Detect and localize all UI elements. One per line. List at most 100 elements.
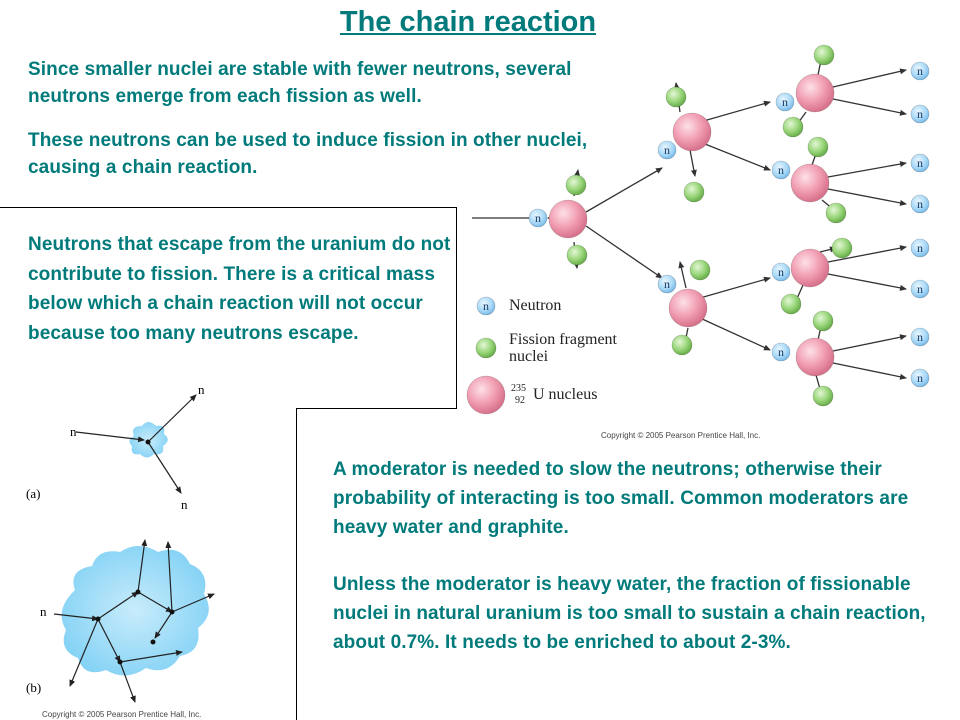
fission-fragment <box>566 244 588 266</box>
uranium-nucleus <box>790 248 830 288</box>
neutron <box>910 194 930 214</box>
neutron-symbol: n <box>917 330 923 344</box>
uranium-nucleus <box>672 112 712 152</box>
escaping-neutron-arrow <box>827 161 907 178</box>
neutron-symbol: n <box>782 95 788 109</box>
neutron-symbol: n <box>664 143 670 157</box>
frame-line-mid <box>296 408 457 409</box>
uranium-nucleus <box>795 73 835 113</box>
uranium-label: U nucleus <box>533 386 598 403</box>
neutron-symbol: n <box>917 197 923 211</box>
copyright-top: Copyright © 2005 Pearson Prentice Hall, … <box>601 431 761 440</box>
n-label-a1: n <box>198 382 205 397</box>
n-label-a3: n <box>181 497 188 512</box>
fission-fragment <box>565 174 587 196</box>
fission-fragment <box>831 237 853 259</box>
fission-fragment <box>780 293 802 315</box>
paragraph-neutrons-emerge: Since smaller nuclei are stable with few… <box>28 59 572 107</box>
neutron <box>771 160 791 180</box>
neutron-symbol: n <box>917 241 923 255</box>
escaping-neutron-arrow <box>827 273 907 291</box>
fission-fragment <box>665 86 687 108</box>
frame-line-right <box>456 207 457 409</box>
neutron <box>910 104 930 124</box>
fission-point-a <box>145 439 151 445</box>
neutron-path <box>699 276 771 299</box>
fission-fragment <box>813 44 835 66</box>
escaping-neutron-arrow <box>832 362 907 380</box>
uranium-nucleus <box>548 199 588 239</box>
fission-fragment <box>475 337 497 359</box>
neutron <box>657 140 677 160</box>
neutron <box>528 208 548 228</box>
neutron-symbol: n <box>917 107 923 121</box>
fragment-path <box>689 149 697 177</box>
fission-fragment <box>683 181 705 203</box>
escaping-neutron-arrow <box>832 68 907 88</box>
neutron <box>910 238 930 258</box>
neutron-path <box>585 167 663 213</box>
neutron-path <box>699 317 771 351</box>
legend-fragment-line2: nuclei <box>509 348 549 365</box>
fission-fragment <box>689 259 711 281</box>
frame-line-left <box>296 408 297 720</box>
n-label-b: n <box>40 604 47 619</box>
uranium-nucleus <box>466 375 506 415</box>
fragment-path <box>678 261 687 289</box>
neutron-path <box>699 141 771 171</box>
critical-mass-diagram: n n n (a) n (b) <box>26 382 215 703</box>
escaping-neutron-a1 <box>147 394 197 443</box>
neutron-symbol: n <box>778 163 784 177</box>
neutron <box>910 61 930 81</box>
neutron-symbol: n <box>483 299 489 313</box>
neutron-symbol: n <box>535 211 541 225</box>
uranium-nucleus <box>795 337 835 377</box>
escaping-neutron-arrow <box>832 98 907 116</box>
neutron <box>657 274 677 294</box>
neutron-symbol: n <box>917 371 923 385</box>
escaping-neutron-arrow <box>827 188 907 206</box>
paragraph-moderator: A moderator is needed to slow the neutro… <box>333 459 909 538</box>
neutron <box>910 368 930 388</box>
legend-fragment-label: Fission fragment nuclei <box>509 331 617 365</box>
incoming-neutron-a <box>75 431 145 443</box>
uranium-nucleus <box>668 288 708 328</box>
neutron-symbol: n <box>778 345 784 359</box>
neutron <box>775 92 795 112</box>
neutron <box>476 296 496 316</box>
neutron-symbol: n <box>917 282 923 296</box>
fission-fragment <box>671 334 693 356</box>
panel-label-b: (b) <box>26 680 41 695</box>
frame-line-top <box>0 207 457 208</box>
neutron <box>771 342 791 362</box>
escaping-neutron-arrow <box>832 334 907 352</box>
atomic-number: 92 <box>515 395 525 406</box>
fission-fragment <box>812 310 834 332</box>
panel-label-a: (a) <box>26 486 40 501</box>
fission-fragment <box>812 385 834 407</box>
copyright-bottom: Copyright © 2005 Pearson Prentice Hall, … <box>42 710 202 719</box>
paragraph-enrichment: Unless the moderator is heavy water, the… <box>333 574 926 653</box>
neutron-path <box>699 100 771 123</box>
escaping-neutron-a2 <box>147 441 182 494</box>
uranium-nucleus <box>790 163 830 203</box>
n-label-a2: n <box>70 424 77 439</box>
fission-fragment <box>807 136 829 158</box>
neutron-symbol: n <box>917 64 923 78</box>
legend-neutron-label: Neutron <box>509 297 562 314</box>
page-title: The chain reaction <box>339 6 597 38</box>
paragraph-induce-fission: These neutrons can be used to induce fis… <box>28 130 588 178</box>
large-uranium-blob <box>61 546 209 676</box>
fission-fragment <box>782 116 804 138</box>
neutron <box>771 262 791 282</box>
paragraph-critical-mass: Neutrons that escape from the uranium do… <box>28 234 451 344</box>
neutron-path <box>585 225 663 279</box>
legend-fragment-line1: Fission fragment <box>509 331 617 348</box>
neutron-symbol: n <box>664 277 670 291</box>
neutron <box>910 327 930 347</box>
mass-number: 235 <box>511 383 526 394</box>
escaping-neutron-arrow <box>827 245 907 263</box>
neutron-symbol: n <box>778 265 784 279</box>
neutron-symbol: n <box>917 156 923 170</box>
